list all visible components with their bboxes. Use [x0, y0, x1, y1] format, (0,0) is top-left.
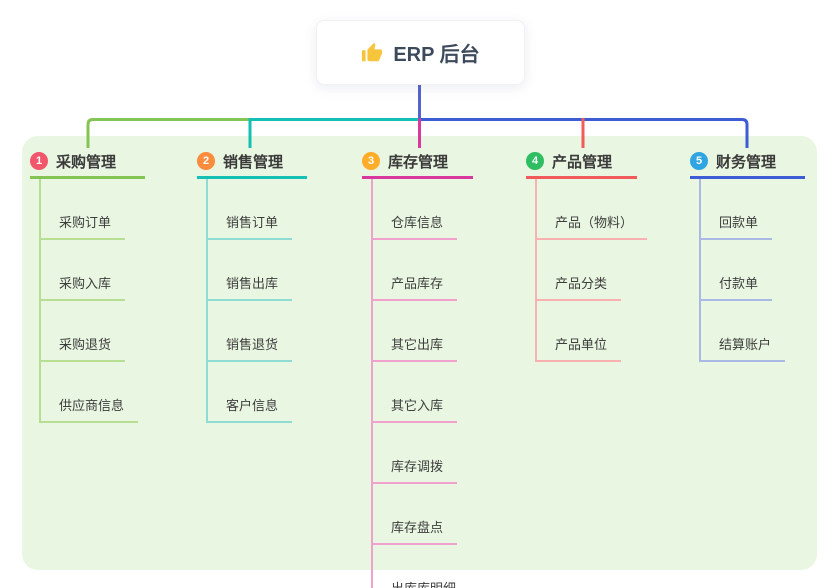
branch-number-badge: 5: [690, 152, 708, 170]
child-node[interactable]: 产品库存: [373, 240, 458, 301]
branch-header-5[interactable]: 5 财务管理: [690, 146, 805, 179]
child-node[interactable]: 采购订单: [41, 179, 126, 240]
child-node[interactable]: 结算账户: [701, 301, 786, 362]
branch-label: 库存管理: [388, 153, 449, 171]
branch-number-badge: 1: [30, 152, 48, 170]
branch-label: 财务管理: [716, 153, 777, 171]
child-node[interactable]: 其它入库: [373, 362, 458, 423]
branch-header-3[interactable]: 3 库存管理: [362, 146, 473, 179]
child-node[interactable]: 采购退货: [41, 301, 126, 362]
root-node[interactable]: ERP 后台: [316, 20, 525, 85]
child-node[interactable]: 供应商信息: [41, 362, 139, 423]
branch-label: 销售管理: [223, 153, 284, 171]
branch-number-badge: 4: [526, 152, 544, 170]
child-node[interactable]: 产品单位: [537, 301, 622, 362]
thumbs-up-icon: [361, 42, 383, 64]
child-node[interactable]: 库存调拨: [373, 423, 458, 484]
branch-children-5: 回款单付款单结算账户: [699, 179, 786, 362]
branch-number-badge: 3: [362, 152, 380, 170]
child-node[interactable]: 采购入库: [41, 240, 126, 301]
child-node[interactable]: 销售订单: [208, 179, 293, 240]
child-node[interactable]: 仓库信息: [373, 179, 458, 240]
branch-label: 采购管理: [56, 153, 117, 171]
root-node-label: ERP 后台: [393, 44, 480, 66]
child-node[interactable]: 回款单: [701, 179, 773, 240]
child-node[interactable]: 付款单: [701, 240, 773, 301]
branch-header-1[interactable]: 1 采购管理: [30, 146, 145, 179]
child-node[interactable]: 产品（物料）: [537, 179, 648, 240]
child-node[interactable]: 库存盘点: [373, 484, 458, 545]
branch-number-badge: 2: [197, 152, 215, 170]
child-node[interactable]: 销售退货: [208, 301, 293, 362]
child-node[interactable]: 产品分类: [537, 240, 622, 301]
child-node[interactable]: 出库库明细: [373, 545, 470, 588]
branch-label: 产品管理: [552, 153, 613, 171]
child-node[interactable]: 客户信息: [208, 362, 293, 423]
branch-header-2[interactable]: 2 销售管理: [197, 146, 307, 179]
child-node[interactable]: 销售出库: [208, 240, 293, 301]
child-node[interactable]: 其它出库: [373, 301, 458, 362]
branches-panel: [22, 136, 817, 570]
branch-children-1: 采购订单采购入库采购退货供应商信息: [39, 179, 139, 423]
branch-children-4: 产品（物料）产品分类产品单位: [535, 179, 648, 362]
branch-children-3: 仓库信息产品库存其它出库其它入库库存调拨库存盘点出库库明细: [371, 179, 470, 588]
branch-header-4[interactable]: 4 产品管理: [526, 146, 637, 179]
branch-children-2: 销售订单销售出库销售退货客户信息: [206, 179, 293, 423]
